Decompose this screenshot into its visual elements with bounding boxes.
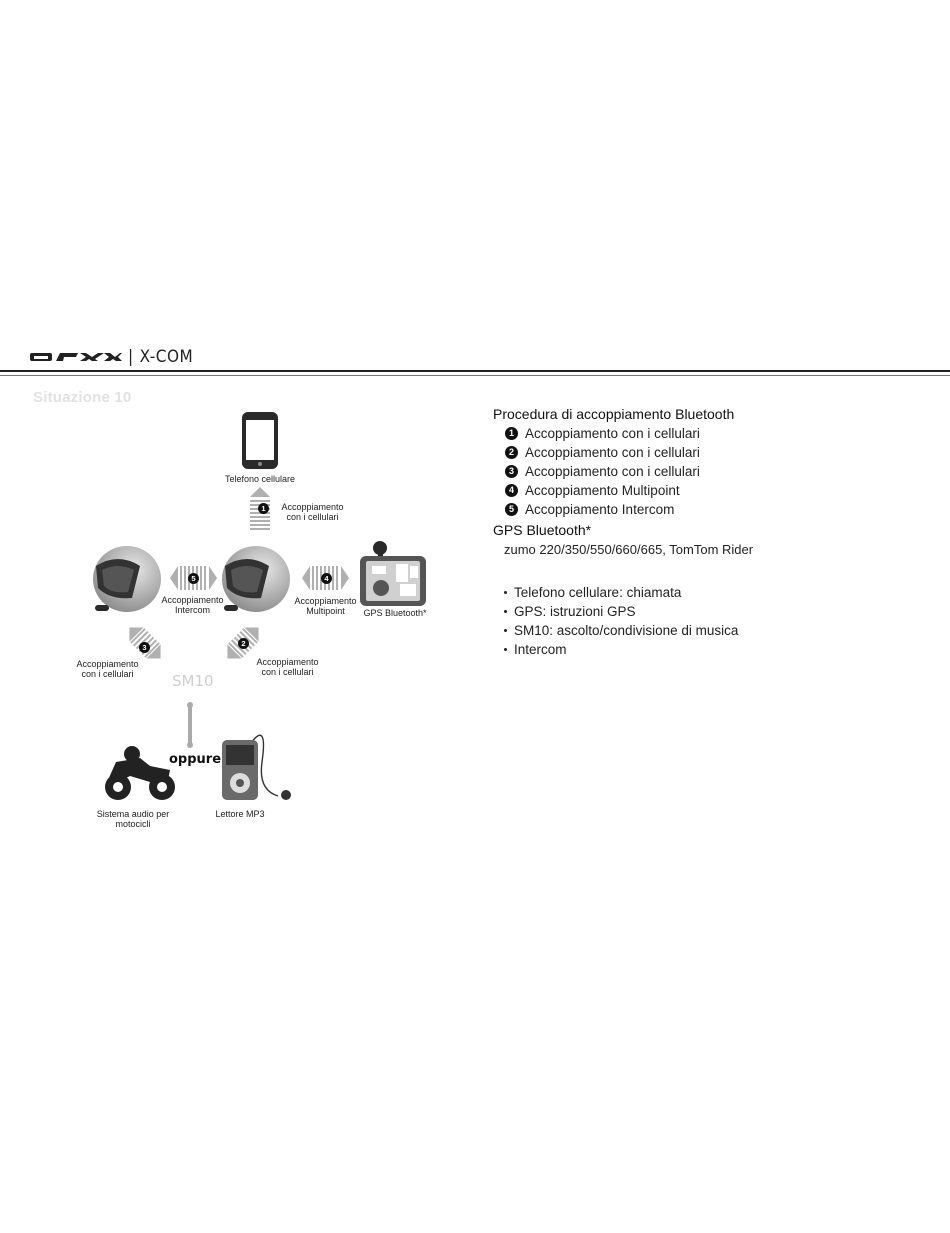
bullet-dot	[504, 629, 507, 632]
left-phone-label-2: con i cellulari	[81, 669, 134, 679]
gps-models: zumo 220/350/550/660/665, TomTom Rider	[504, 542, 754, 557]
pair-phone-label-1: Accoppiamento	[281, 502, 344, 512]
left-phone-label-1: Accoppiamento	[76, 659, 139, 669]
feature-text: Telefono cellulare: chiamata	[514, 585, 682, 600]
phone-label: Telefono cellulare	[224, 474, 296, 484]
procedure-heading: Procedura di accoppiamento Bluetooth	[493, 406, 735, 422]
bullet-dot	[504, 591, 507, 594]
step-text: Accoppiamento con i cellulari	[525, 426, 700, 441]
gps-heading: GPS Bluetooth*	[493, 522, 592, 538]
procedure-step: 1 Accoppiamento con i cellulari	[505, 424, 700, 443]
feature-item: Intercom	[502, 640, 738, 659]
feature-text: SM10: ascolto/condivisione di musica	[514, 623, 739, 638]
sm10-label: SM10	[172, 672, 214, 690]
step-text: Accoppiamento con i cellulari	[525, 445, 700, 460]
right-phone-label-1: Accoppiamento	[256, 657, 319, 667]
moto-label-1: Sistema audio per	[96, 809, 170, 819]
step-number: 5	[505, 503, 518, 516]
step-number: 2	[505, 446, 518, 459]
diagram-title: Situazione 10	[33, 389, 132, 406]
procedure-step: 3 Accoppiamento con i cellulari	[505, 462, 700, 481]
procedure-steps: 1 Accoppiamento con i cellulari 2 Accopp…	[505, 424, 700, 519]
procedure-step: 4 Accoppiamento Multipoint	[505, 481, 700, 500]
bullet-dot	[504, 648, 507, 651]
header-separator: |	[128, 347, 134, 367]
right-phone-label-2: con i cellulari	[261, 667, 314, 677]
feature-item: SM10: ascolto/condivisione di musica	[502, 621, 738, 640]
badge-3: 3	[139, 642, 150, 653]
step-text: Accoppiamento con i cellulari	[525, 464, 700, 479]
step-number: 3	[505, 465, 518, 478]
step-number: 4	[505, 484, 518, 497]
badge-2: 2	[238, 638, 249, 649]
feature-item: Telefono cellulare: chiamata	[502, 583, 738, 602]
badge-4: 4	[321, 573, 332, 584]
feature-list: Telefono cellulare: chiamata GPS: istruz…	[502, 583, 738, 659]
gps-label: GPS Bluetooth*	[363, 608, 427, 618]
feature-item: GPS: istruzioni GPS	[502, 602, 738, 621]
procedure-step: 5 Accoppiamento Intercom	[505, 500, 700, 519]
mp3-player-icon	[222, 734, 291, 800]
badge-1: 1	[258, 503, 269, 514]
moto-label-2: motocicli	[115, 819, 151, 829]
helmet-center-icon	[222, 546, 290, 612]
feature-text: Intercom	[514, 642, 567, 657]
phone-icon	[242, 412, 278, 469]
step-text: Accoppiamento Multipoint	[525, 483, 680, 498]
header-brand: | X-COM	[30, 347, 193, 367]
feature-text: GPS: istruzioni GPS	[514, 604, 636, 619]
multipoint-label-1: Accoppiamento	[294, 596, 357, 606]
motorcycle-icon	[105, 746, 175, 800]
nexx-logo	[30, 353, 122, 361]
sm10-connector	[187, 702, 193, 748]
gps-icon	[360, 541, 426, 606]
multipoint-label-2: Multipoint	[306, 606, 345, 616]
or-label: oppure	[168, 752, 223, 767]
bullet-dot	[504, 610, 507, 613]
mp3-label: Lettore MP3	[215, 809, 265, 819]
step-number: 1	[505, 427, 518, 440]
badge-5: 5	[188, 573, 199, 584]
intercom-label-1: Accoppiamento	[161, 595, 224, 605]
header-rule-thin	[0, 375, 950, 376]
step-text: Accoppiamento Intercom	[525, 502, 675, 517]
pair-phone-label-2: con i cellulari	[286, 512, 339, 522]
helmet-left-icon	[93, 546, 161, 612]
header-rule	[0, 370, 950, 372]
procedure-step: 2 Accoppiamento con i cellulari	[505, 443, 700, 462]
header-product: X-COM	[139, 347, 194, 367]
intercom-label-2: Intercom	[174, 605, 210, 615]
